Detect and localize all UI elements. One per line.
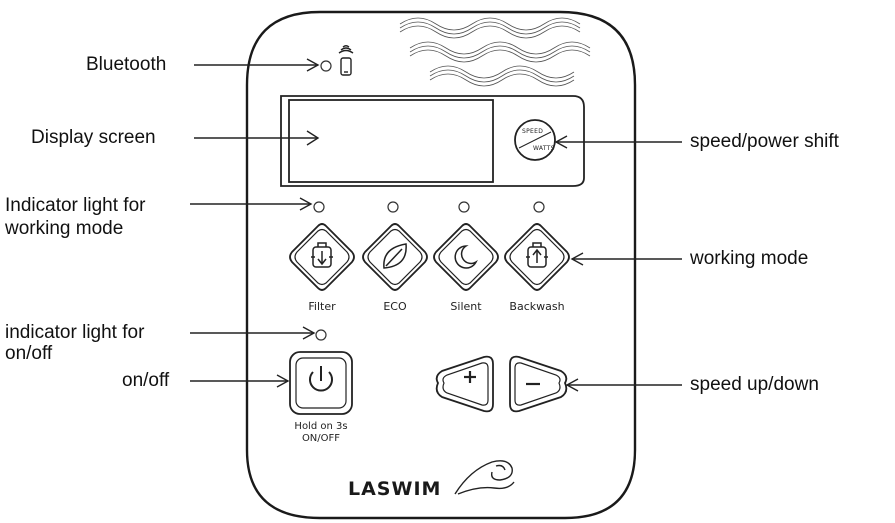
- mode-label-silent: Silent: [450, 300, 482, 313]
- callout-speed-power-shift: speed/power shift: [690, 131, 839, 152]
- callout-indicator-working-line2: working mode: [5, 218, 124, 239]
- callout-onoff: on/off: [122, 370, 170, 391]
- watts-label: WATTS: [533, 145, 555, 152]
- bluetooth-phone-icon: [338, 45, 354, 76]
- hold-label-line1: Hold on 3s: [294, 421, 348, 432]
- indicator-light-silent: [458, 201, 470, 213]
- backwash-icon: [526, 242, 548, 268]
- speed-watts-divider: [518, 131, 552, 149]
- shell-logo-icon: [454, 460, 515, 495]
- hold-label-line2: ON/OFF: [301, 433, 341, 444]
- display-screen: [288, 99, 494, 183]
- silent-button[interactable]: [433, 223, 499, 291]
- callout-speed-up-down: speed up/down: [690, 374, 819, 395]
- callout-display-screen: Display screen: [31, 127, 156, 148]
- brand-logo-text: LASWIM: [348, 478, 442, 500]
- callout-bluetooth: Bluetooth: [86, 54, 167, 75]
- moon-icon: [454, 245, 478, 269]
- mode-label-backwash: Backwash: [509, 300, 565, 313]
- filter-icon: [311, 242, 333, 268]
- power-icon: [309, 366, 333, 392]
- power-button[interactable]: [289, 351, 353, 415]
- leaf-icon: [383, 243, 407, 269]
- callout-arrows: [190, 58, 682, 392]
- wave-decoration: [399, 17, 591, 87]
- indicator-light-filter: [313, 201, 325, 213]
- bluetooth-indicator-light: [320, 60, 332, 72]
- mode-label-eco: ECO: [383, 300, 407, 313]
- callout-working-mode: working mode: [690, 248, 809, 269]
- callout-indicator-onoff-line2: on/off: [5, 343, 53, 364]
- speed-up-button[interactable]: [435, 355, 494, 413]
- plus-icon: [464, 371, 476, 383]
- mode-label-filter: Filter: [308, 300, 336, 313]
- onoff-indicator-light: [315, 329, 327, 341]
- indicator-light-eco: [387, 201, 399, 213]
- callout-indicator-working-line1: Indicator light for: [5, 195, 146, 216]
- speed-label: SPEED: [522, 128, 544, 135]
- indicator-light-backwash: [533, 201, 545, 213]
- callout-indicator-onoff-line1: indicator light for: [5, 322, 145, 343]
